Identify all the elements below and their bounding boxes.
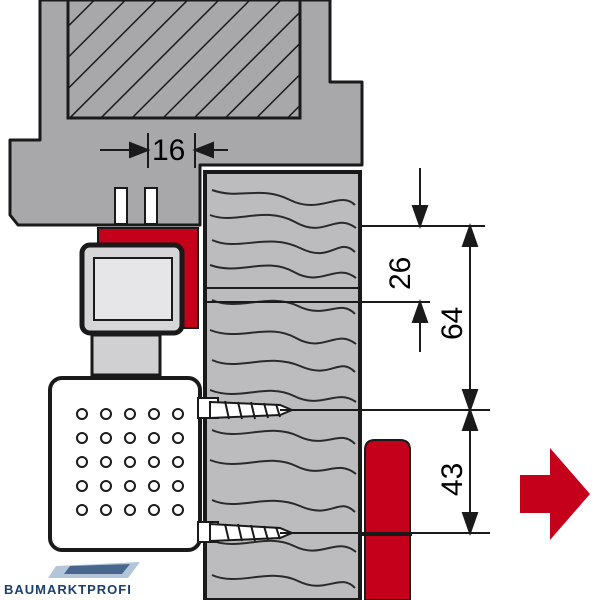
door-leaf <box>203 170 362 600</box>
frame-wood-insert <box>66 0 302 120</box>
dimension-64-label: 64 <box>436 307 469 340</box>
pins <box>114 187 158 225</box>
red-door-part <box>362 439 412 600</box>
red-bracket <box>79 227 199 336</box>
brand-watermark: BAUMARKTPROFI <box>4 582 132 597</box>
dimension-16 <box>100 133 228 168</box>
brand-logo <box>48 562 140 578</box>
dimension-lines-vertical <box>205 168 490 537</box>
frame-housing <box>8 0 364 227</box>
connector-neck <box>90 333 162 377</box>
dimension-43-label: 43 <box>436 463 469 496</box>
dimension-26-label: 26 <box>384 257 417 290</box>
perforated-housing <box>48 376 202 552</box>
screws <box>197 397 295 543</box>
dimension-16-label: 16 <box>152 134 185 167</box>
arrow-right-icon <box>520 448 590 540</box>
